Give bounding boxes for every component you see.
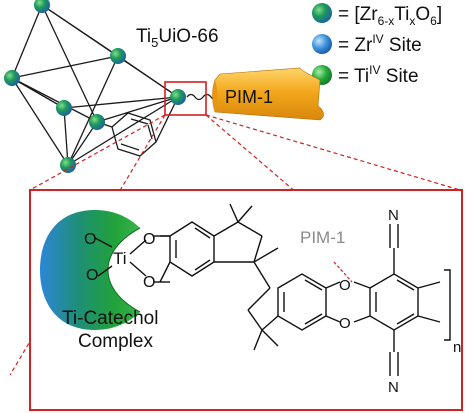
complex-label-line1: Ti-Catechol [62,308,158,329]
atom-label: O [143,231,155,248]
pim-ribbon-label: PIM-1 [225,87,273,107]
legend-swatch-cluster [312,3,332,23]
mof-title: Ti5UiO-66 [136,26,219,50]
framework-nodes [4,0,186,173]
callout-box [164,81,207,116]
pim-structure-labels: O O N N n [339,207,461,396]
ti-catechol-bonds [94,235,170,283]
node [89,114,105,130]
atom-label: O [143,274,155,291]
legend-item-zr: = ZrIV Site [338,32,422,56]
legend-item-ti: = TiIV Site [338,63,419,87]
pim-detail-label: PIM-1 [300,228,345,247]
big-cluster-sphere [40,210,141,330]
atom-label: O [86,267,98,284]
node [34,0,50,13]
legend-item-cluster: = [Zr6-xTixO6] [338,4,442,28]
atom-label: O [84,231,96,248]
pim-pointer [333,261,353,283]
linker-benzene [96,96,179,157]
legend-swatch-zr [312,34,332,54]
legend: = [Zr6-xTixO6] = ZrIV Site = TiIV Site [312,3,442,87]
ti-catechol-labels: O O Ti O O [84,231,155,291]
ti-atom-label: Ti [113,249,127,268]
node [56,100,72,116]
pim-structure [159,203,451,376]
atom-label: O [339,315,351,332]
node [4,70,20,86]
node [110,48,126,64]
pim-ribbon: PIM-1 [186,67,324,121]
repeat-subscript: n [453,339,461,356]
nitrile-n-label: N [388,379,399,396]
node-highlighted [170,89,186,105]
octahedron-framework [11,4,179,166]
atom-label: O [339,277,351,294]
nitrile-n-label: N [388,207,399,224]
node [60,157,76,173]
complex-label-line2: Complex [78,331,153,352]
